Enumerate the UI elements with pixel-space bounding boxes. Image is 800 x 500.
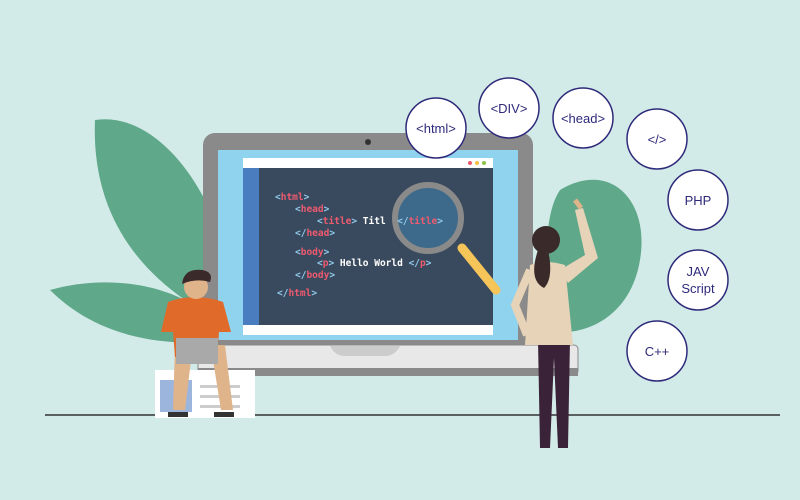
svg-text:C++: C++ [645, 344, 670, 359]
svg-text:</head>: </head> [295, 228, 335, 239]
bubble-javascript: JAV Script [667, 249, 729, 311]
svg-text:<html>: <html> [416, 121, 456, 136]
window-dot-green [482, 161, 486, 165]
magnifying-glass-icon [392, 182, 501, 295]
svg-text:<head>: <head> [295, 204, 330, 215]
laptop-camera [365, 139, 371, 145]
code-text: <html> <head> <title> Titl </title> </he… [275, 192, 443, 299]
svg-text:<html>: <html> [275, 192, 310, 203]
bubble-cpp: C++ [626, 320, 688, 382]
svg-text:<title> Titl </title>: <title> Titl </title> [317, 216, 443, 227]
bubble-div: <DIV> [478, 77, 540, 139]
laptop-notch [330, 346, 400, 356]
svg-text:</body>: </body> [295, 270, 335, 281]
svg-text:JAV: JAV [687, 264, 710, 279]
bubble-head: <head> [552, 87, 614, 149]
svg-text:Script: Script [681, 281, 715, 296]
woman-pointing [510, 198, 598, 448]
svg-text:</>: </> [648, 132, 667, 147]
svg-text:<DIV>: <DIV> [491, 101, 528, 116]
window-dot-red [468, 161, 472, 165]
laptop-base-edge [198, 368, 578, 376]
svg-text:<head>: <head> [561, 111, 605, 126]
bubble-php: PHP [667, 169, 729, 231]
svg-text:<p> Hello World </p>: <p> Hello World </p> [317, 258, 432, 269]
svg-text:</html>: </html> [277, 288, 317, 299]
man-with-laptop [155, 269, 255, 418]
bubble-html: <html> [405, 97, 467, 159]
window-dot-yellow [475, 161, 479, 165]
svg-text:PHP: PHP [685, 193, 712, 208]
svg-text:<body>: <body> [295, 247, 330, 258]
bubble-close-tag: </> [626, 108, 688, 170]
editor-gutter [243, 168, 259, 325]
